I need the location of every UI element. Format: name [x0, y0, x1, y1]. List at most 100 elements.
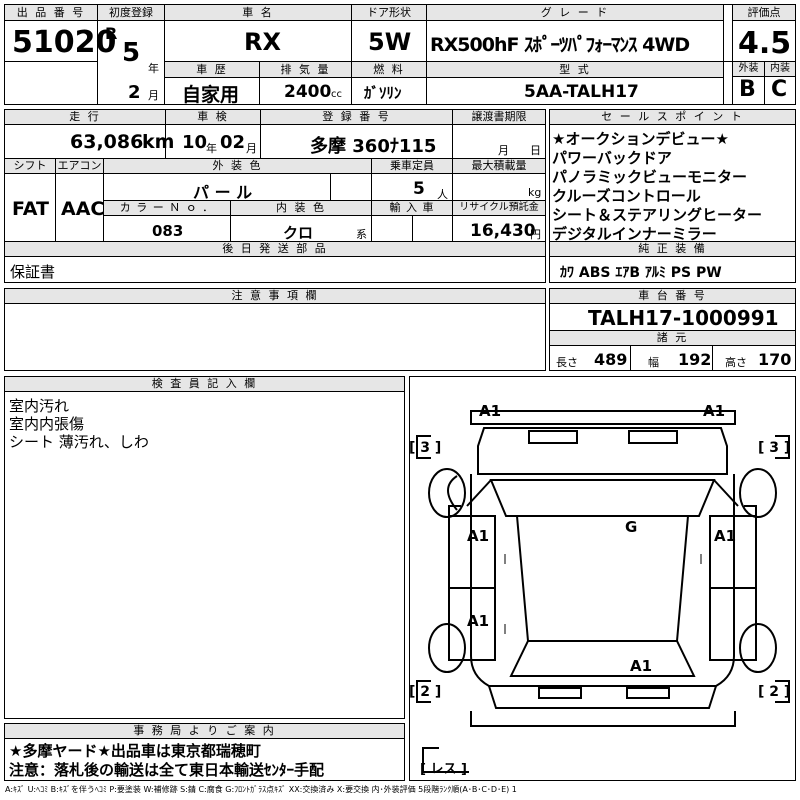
transfer-label: 譲渡書期限	[471, 110, 527, 123]
model-code-header: 型 式	[426, 61, 724, 78]
int-color-header: 内 装 色	[230, 200, 372, 216]
insp-year: 10	[182, 132, 208, 153]
taillight-left	[538, 687, 582, 699]
side-mirror-left	[448, 505, 461, 516]
office-line-1: ★多摩ヤード★出品車は東京都瑞穂町	[9, 742, 261, 760]
history-label: 車 歴	[196, 63, 228, 76]
later-parts-header: 後 日 発 送 部 品	[4, 241, 546, 257]
color-cell-split	[330, 173, 331, 201]
grade: RX500hF ｽﾎﾟｰﾂﾊﾟﾌｫｰﾏﾝｽ 4WD	[430, 34, 690, 56]
load-header: 最大積載量	[452, 158, 546, 174]
int-color: クロ	[283, 224, 314, 242]
window-front-left: [ 3 ]	[409, 440, 442, 456]
front-right-tire	[739, 468, 777, 518]
sales-point-item: クルーズコントロール	[552, 187, 701, 205]
color-no: 083	[152, 222, 184, 240]
capacity: 5	[413, 179, 425, 199]
transfer-month-unit: 月	[498, 144, 509, 157]
equipment-label: 純 正 装 備	[638, 242, 707, 255]
interior-label: 内装	[770, 63, 790, 74]
insp-month: 02	[220, 132, 246, 153]
mileage: 63,086	[70, 131, 144, 153]
transfer-cell	[452, 124, 453, 159]
damage-front-door-right: A1	[714, 527, 737, 545]
window-rear-left: [ 2 ]	[409, 684, 442, 700]
color-label: 外 装 色	[212, 159, 263, 172]
recycle-unit: 円	[530, 228, 541, 241]
office-header: 事 務 局 よ り ご 案 内	[4, 723, 405, 739]
import-split	[412, 215, 413, 242]
taillight-right	[626, 687, 670, 699]
displacement-unit: cc	[331, 89, 342, 100]
first-reg-header: 初度登録	[97, 4, 165, 21]
fuel-header: 燃 料	[351, 61, 427, 78]
reg-month-unit: 月	[148, 89, 159, 102]
car-name: RX	[244, 28, 281, 56]
interior-grade: C	[771, 77, 788, 102]
color-no-label: カ ラ ー Ｎ ｏ ．	[119, 201, 215, 214]
inspector-label: 検 査 員 記 入 欄	[151, 377, 258, 390]
hood	[477, 427, 728, 475]
plate-number: 多摩 360ﾅ115	[310, 136, 437, 157]
history-cell	[164, 77, 260, 105]
exterior-label: 外装	[738, 63, 759, 74]
window-rear-right: [ 2 ]	[758, 684, 791, 700]
sales-point-item: パノラミックビューモニター	[552, 168, 748, 186]
inspector-line: シート 薄汚れ、しわ	[9, 433, 149, 451]
length-label: 長さ	[556, 356, 578, 369]
office-label: 事 務 局 よ り ご 案 内	[133, 724, 276, 737]
sales-point-item: ★オークションデビュー★	[552, 130, 729, 148]
exterior-color: パ ー ル	[193, 183, 253, 202]
load-label: 最大積載量	[471, 159, 527, 172]
chassis-header: 車 台 番 号	[549, 288, 796, 304]
fuel-label: 燃 料	[373, 63, 405, 76]
roof	[515, 515, 690, 642]
mileage-cell	[165, 124, 261, 159]
inspection-header: 車 検	[165, 109, 261, 125]
sales-point-item: デジタルインナーミラー	[552, 225, 717, 243]
notes-header: 注 意 事 項 欄	[4, 288, 546, 304]
length: 489	[594, 350, 628, 369]
exterior-grade: B	[739, 77, 756, 102]
recycle-amount: 16,430	[470, 221, 536, 241]
ac-header: エアコン	[55, 158, 104, 174]
front-left-wheel	[447, 475, 458, 511]
grade-header: グ レ ー ド	[426, 4, 724, 21]
recycle-header: リサイクル預託金	[452, 200, 546, 216]
a-pillar-right	[713, 479, 739, 507]
grade-label: グ レ ー ド	[540, 6, 610, 19]
equipment-header: 純 正 装 備	[549, 241, 796, 257]
window-bracket-rr	[775, 680, 790, 703]
width: 192	[678, 350, 712, 369]
window-bracket-rl	[416, 680, 431, 703]
color-no-header: カ ラ ー Ｎ ｏ ．	[103, 200, 231, 216]
inspector-line: 室内内張傷	[9, 415, 85, 433]
spec-label: 諸 元	[656, 331, 689, 344]
sales-point-item: パワーバックドア	[552, 149, 672, 167]
front-left-tire	[428, 468, 466, 518]
exterior-header: 外装	[732, 61, 765, 77]
sales-points-label: セ ー ル ス ポ イ ン ト	[601, 110, 744, 123]
spec-header: 諸 元	[549, 330, 796, 346]
insp-year-unit: 年	[206, 142, 217, 155]
displacement-label: 排 気 量	[280, 63, 331, 76]
plate-header: 登 録 番 号	[260, 109, 453, 125]
mileage-unit: km	[142, 131, 175, 153]
transfer-header: 譲渡書期限	[452, 109, 546, 125]
height-label: 高さ	[725, 356, 747, 369]
windshield	[489, 479, 716, 517]
grade-cell-right	[723, 4, 733, 105]
car-name-header: 車 名	[164, 4, 352, 21]
reg-year: 5	[122, 38, 141, 68]
lot-no-header: 出 品 番 号	[4, 4, 98, 21]
rear-glass-bracket	[422, 747, 469, 773]
reg-month: 2	[128, 82, 141, 103]
rear-glass	[509, 640, 696, 677]
door-type: 5W	[368, 28, 412, 56]
score-header: 評価点	[732, 4, 796, 21]
mileage-label: 走 行	[69, 110, 101, 123]
insp-month-unit: 月	[246, 142, 257, 155]
fuel-cell	[351, 77, 427, 105]
interior-header: 内装	[764, 61, 796, 77]
width-label: 幅	[648, 356, 659, 369]
